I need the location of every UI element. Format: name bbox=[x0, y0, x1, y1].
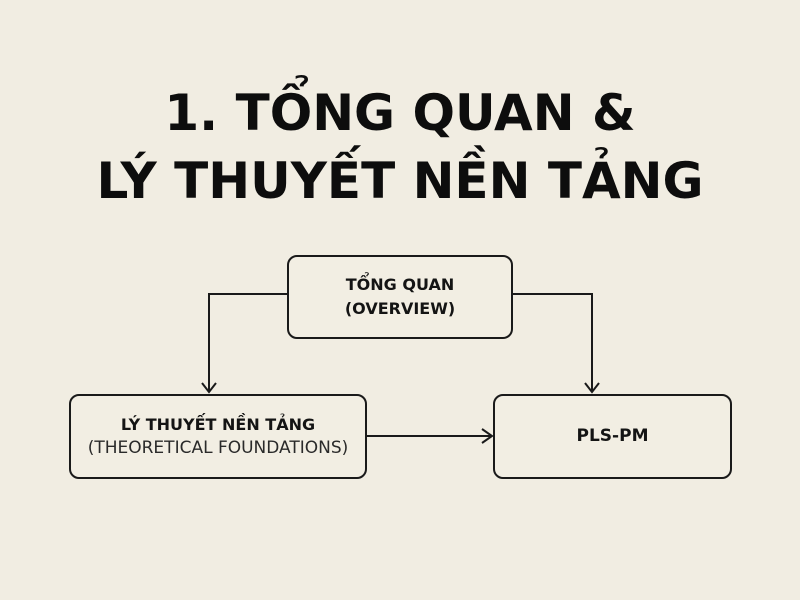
node-plspm-label: PLS-PM bbox=[576, 425, 649, 446]
node-theory-sublabel: (THEORETICAL FOUNDATIONS) bbox=[87, 437, 349, 458]
arrowhead-right-icon bbox=[481, 428, 494, 444]
edge-overview-to-theory bbox=[208, 293, 288, 392]
page-title-line-1: 1. TỔNG QUAN & bbox=[164, 84, 636, 142]
page-title-line-2: LÝ THUYẾT NỀN TẢNG bbox=[96, 152, 704, 210]
arrowhead-down-icon bbox=[584, 382, 600, 394]
arrowhead-down-icon bbox=[201, 382, 217, 394]
node-overview-label: TỔNG QUAN bbox=[345, 275, 455, 294]
node-theory-label: LÝ THUYẾT NỀN TẢNG bbox=[120, 414, 316, 434]
node-plspm: PLS-PM bbox=[493, 394, 732, 479]
node-overview: TỔNG QUAN (OVERVIEW) bbox=[287, 255, 513, 339]
node-overview-sublabel: (OVERVIEW) bbox=[344, 299, 456, 318]
node-theory: LÝ THUYẾT NỀN TẢNG (THEORETICAL FOUNDATI… bbox=[69, 394, 367, 479]
edge-overview-to-plspm bbox=[512, 293, 593, 392]
